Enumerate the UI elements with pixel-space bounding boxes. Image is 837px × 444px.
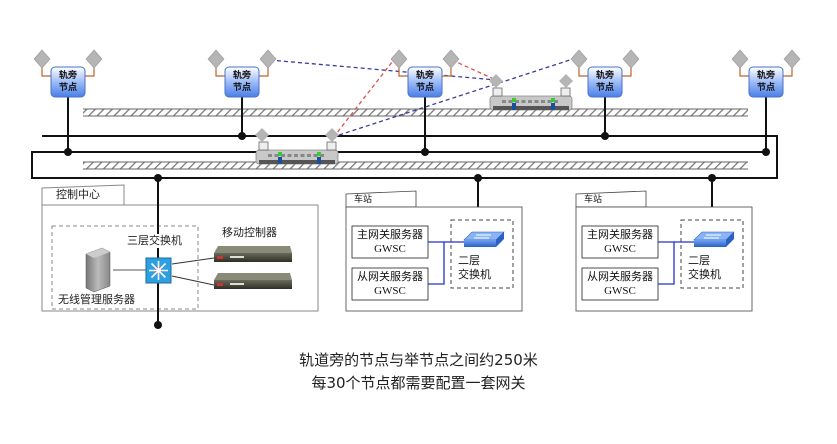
trackside-node [731, 49, 801, 98]
mobile-controller-icon-2 [214, 273, 292, 289]
caption-line-2: 每30个节点都需要配置一套网关 [311, 374, 526, 392]
antenna-icon [783, 49, 801, 69]
track-upper [83, 108, 748, 117]
wireless-mgmt-server-icon [85, 247, 111, 293]
antenna-icon [259, 49, 277, 69]
trackside-node [570, 49, 640, 98]
train-icon [489, 74, 573, 111]
l3-switch-label: 三层交换机 [126, 234, 183, 248]
control-center-title: 控制中心 [56, 188, 100, 201]
antenna-icon [570, 49, 588, 69]
l3-switch-icon [145, 257, 172, 284]
l2-switch-icon [693, 231, 735, 247]
antenna-icon [207, 49, 225, 69]
antenna-icon [85, 49, 103, 69]
l2-switch-icon [463, 231, 505, 247]
wireless-links [269, 56, 577, 137]
trackside-node-label: 轨旁节点 [595, 71, 614, 93]
trackside-node [390, 49, 460, 98]
track-lower [83, 161, 748, 170]
l2-switch-label: 二层交换机 [688, 254, 721, 281]
trackside-node-label: 轨旁节点 [415, 71, 434, 93]
trackside-node-label: 轨旁节点 [756, 71, 775, 93]
mobile-controller-label: 移动控制器 [222, 226, 277, 239]
antenna-icon [33, 49, 51, 69]
trackside-node-label: 轨旁节点 [232, 71, 251, 93]
antenna-icon [622, 49, 640, 69]
station-title: 车站 [354, 195, 373, 205]
train-icon [255, 128, 339, 165]
antenna-icon [731, 49, 749, 69]
l2-switch-label: 二层交换机 [458, 254, 491, 281]
mobile-controller-icon [214, 246, 292, 262]
trackside-node-label: 轨旁节点 [58, 71, 77, 93]
wireless-mgmt-server-label: 无线管理服务器 [58, 293, 135, 306]
antenna-icon [442, 49, 460, 69]
caption-line-1: 轨道旁的节点与举节点之间约250米 [299, 351, 538, 369]
antenna-icon [390, 49, 408, 69]
control-center [41, 178, 319, 326]
trackside-node [33, 49, 103, 98]
station-title: 车站 [584, 195, 603, 205]
junction-dots [64, 132, 770, 329]
station [345, 190, 523, 312]
station [575, 190, 753, 312]
backbone-ring [31, 135, 778, 179]
trackside-node [207, 49, 277, 98]
